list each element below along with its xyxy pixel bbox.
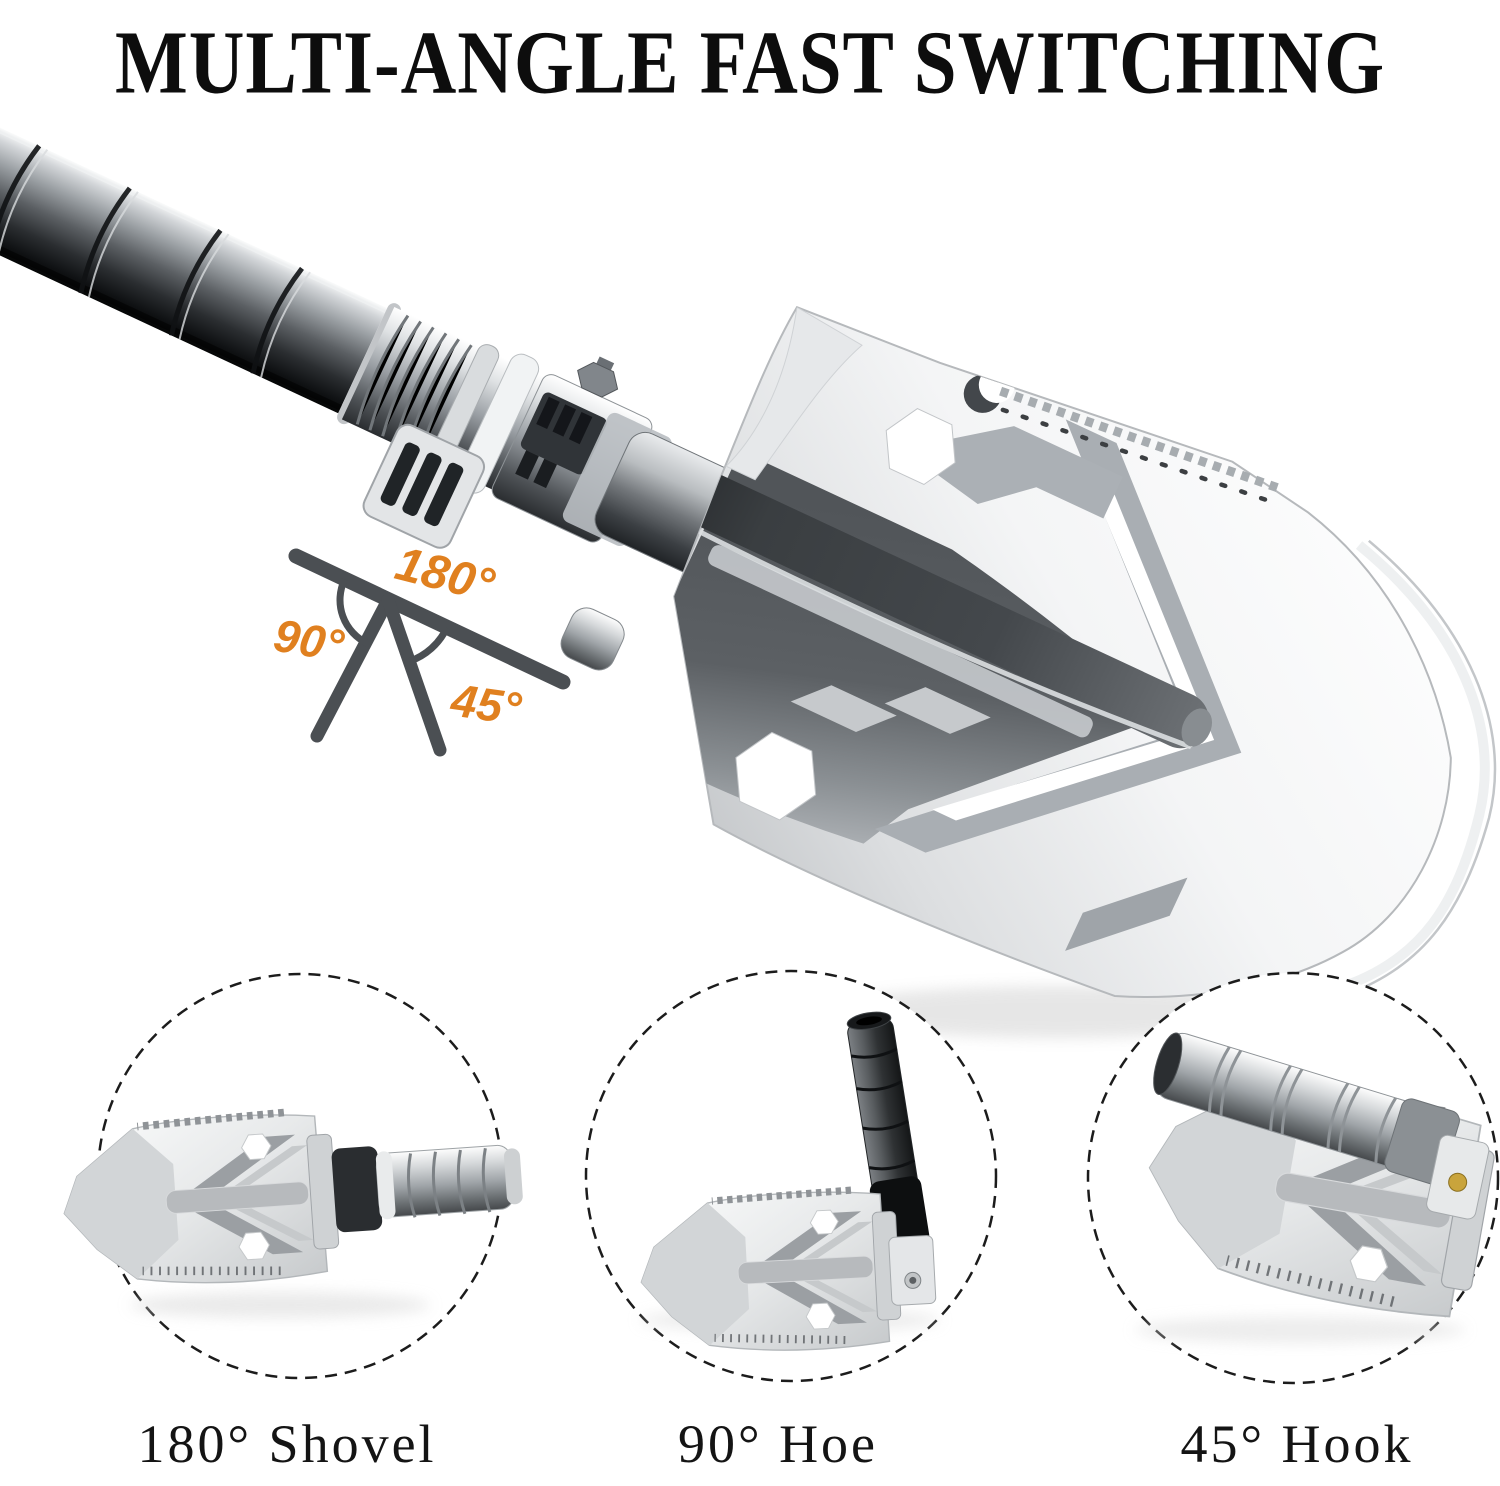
angle-leg-45: [381, 593, 447, 757]
angle-label-45: 45°: [447, 673, 525, 734]
header: MULTI-ANGLE FAST SWITCHING: [115, 13, 1385, 112]
hex-hole-icon: [735, 731, 817, 821]
mini-collar-dark: [331, 1146, 383, 1233]
mini-side-bracket: [1426, 1134, 1490, 1220]
mode-label-shovel: 180° Shovel: [137, 1414, 436, 1474]
folding-shovel-photo: [0, 0, 1497, 1027]
handle-ring-grooves: [0, 144, 304, 375]
mini-handle-silver: [375, 1144, 523, 1220]
angle-arc-45: [408, 626, 450, 665]
angle-diagram: 180° 90° 45°: [270, 537, 571, 757]
saw-edge-icon: [999, 386, 1284, 494]
angle-bar-180: [288, 548, 571, 690]
angle-label-90: 90°: [270, 609, 348, 672]
angle-arc-90: [336, 578, 370, 647]
hex-hole-icon: [885, 408, 956, 486]
blade-flange-curl: [725, 306, 863, 481]
mode-label-hoe: 90° Hoe: [678, 1414, 878, 1474]
shovel-blade: [611, 305, 1497, 1027]
mode-label-hook: 45° Hook: [1180, 1414, 1413, 1474]
blade-step-ornament: [901, 426, 1123, 519]
mode-captions: 180° Shovel 90° Hoe 45° Hook: [137, 1414, 1413, 1474]
mode-circle-hoe-90: [584, 969, 998, 1383]
mode-circle-hook-45: [1086, 971, 1500, 1385]
lock-bracket-slats: [362, 423, 486, 549]
mini-base-bracket: [888, 1235, 937, 1306]
blade-groove: [681, 472, 1209, 749]
hinge-pin-knob: [560, 607, 625, 671]
hex-nut-icon: [577, 361, 619, 398]
mode-gallery: [58, 969, 1500, 1385]
lock-collar: [337, 303, 549, 549]
handle-tube: [0, 0, 388, 414]
saw-dots-icon: [1000, 407, 1272, 504]
page-title: MULTI-ANGLE FAST SWITCHING: [115, 13, 1385, 112]
angle-leg-90: [310, 593, 395, 743]
mode-circle-shovel-180: [58, 972, 523, 1380]
